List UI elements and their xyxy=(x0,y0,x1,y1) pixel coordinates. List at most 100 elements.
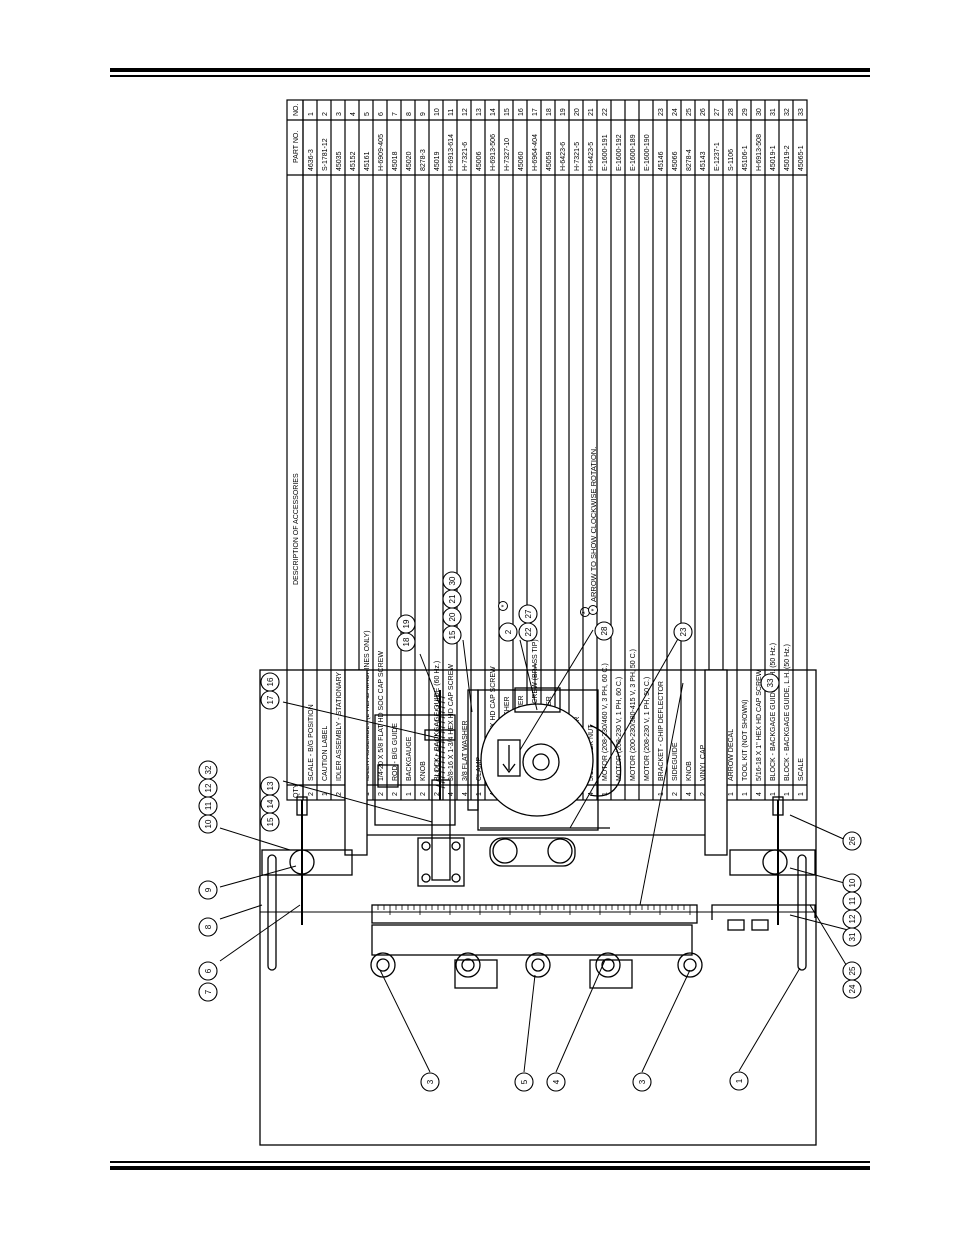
leader-15b xyxy=(462,639,473,713)
table-cell-no: 2 xyxy=(322,112,329,116)
table-cell-no: 12 xyxy=(462,108,469,116)
table-cell-qty: 2 xyxy=(434,792,441,796)
callout-circle xyxy=(842,873,862,893)
callout-balloon: 24 xyxy=(842,979,862,999)
callout-balloon: 12 xyxy=(842,909,862,929)
table-cell-part-no: 45060 xyxy=(518,151,525,171)
table-cell-qty: 4 xyxy=(588,792,595,796)
note-marker: * xyxy=(581,611,590,614)
callout-balloon: 2 xyxy=(498,622,518,642)
callout-circle xyxy=(514,1072,534,1092)
header-no: NO. xyxy=(293,104,300,117)
callout-balloon: 8 xyxy=(198,917,218,937)
table-cell-part-no: E-1600-190 xyxy=(644,134,651,171)
top-rule-thin xyxy=(110,75,870,77)
table-cell-description: KNOB xyxy=(420,761,427,781)
table-cell-part-no: S-1781-12 xyxy=(322,138,329,171)
motor-end-bell xyxy=(589,724,622,797)
roller-hub xyxy=(376,958,390,972)
callout-balloon: 23 xyxy=(673,622,693,642)
table-cell-no: 3 xyxy=(336,112,343,116)
leader-18 xyxy=(419,653,441,706)
leader-3b xyxy=(641,969,691,1073)
table-cell-part-no: 45018 xyxy=(392,151,399,171)
parts-table xyxy=(286,99,808,801)
clamp-screw-3 xyxy=(421,873,431,883)
callout-circle xyxy=(260,776,280,796)
tensioner-thread xyxy=(434,694,446,789)
leader-26 xyxy=(789,814,849,842)
machine-drawing xyxy=(259,669,817,1146)
table-cell-qty: 4 xyxy=(462,792,469,796)
table-cell-no: 5 xyxy=(364,112,371,116)
table-cell-part-no: H-6964-404 xyxy=(532,134,539,171)
callout-number: 15 xyxy=(266,817,275,826)
table-cell-part-no: E-1600-189 xyxy=(630,134,637,171)
callout-number: 16 xyxy=(266,677,275,686)
leader-7-6 xyxy=(219,904,301,962)
callout-number: 8 xyxy=(204,924,213,929)
callout-balloon: 20 xyxy=(442,607,462,627)
table-cell-qty: 1 xyxy=(602,792,609,796)
roller-hub xyxy=(601,958,615,972)
leader-24 xyxy=(809,904,849,969)
callout-number: 7 xyxy=(204,989,213,994)
table-cell-qty: 4 xyxy=(448,792,455,796)
callout-circle xyxy=(396,614,416,634)
roller-hub xyxy=(683,958,697,972)
table-cell-no: 19 xyxy=(560,108,567,116)
right-guide-block xyxy=(729,849,816,876)
callout-circle xyxy=(198,880,218,900)
table-cell-part-no: H-7321-6 xyxy=(462,142,469,171)
callout-circle xyxy=(760,673,780,693)
clamp-screw-2 xyxy=(451,841,461,851)
table-cell-description: SCALE xyxy=(798,758,805,781)
table-cell-part-no: H-6913-508 xyxy=(756,134,763,171)
thread-line xyxy=(434,724,446,729)
table-cell-description: 5/16-18 X 3/4 HEX HD CAP SCREW xyxy=(490,666,497,781)
table-cell-description: 5/16-18 X 1" HEX HD CAP SCREW xyxy=(756,669,763,781)
thread-line xyxy=(434,709,446,714)
table-cell-qty: 1 xyxy=(406,792,413,796)
callout-balloon: 14 xyxy=(260,794,280,814)
roller xyxy=(525,952,551,978)
table-cell-description: CLAMP xyxy=(476,757,483,781)
motor-pulley xyxy=(522,743,560,781)
roller-hub xyxy=(531,958,545,972)
note-text: ARROW TO SHOW CLOCKWISE ROTATION. xyxy=(589,447,598,602)
asterisk-text: * xyxy=(501,604,508,607)
table-cell-description: BLOCK - BACKGAGE GUIDE, R.H. (50 Hz.) xyxy=(770,643,777,781)
thread-line xyxy=(434,699,446,704)
tensioner-plate xyxy=(467,689,479,811)
table-cell-description: CAUTION LABEL xyxy=(322,726,329,781)
right-side-plate xyxy=(704,669,728,856)
callout-circle xyxy=(260,672,280,692)
callout-balloon: 19 xyxy=(396,614,416,634)
callout-circle xyxy=(632,1072,652,1092)
motor-body xyxy=(480,703,594,817)
table-cell-no: 11 xyxy=(448,109,455,116)
thread-line xyxy=(434,774,446,779)
table-cell-part-no: E-1600-192 xyxy=(616,134,623,171)
table-cell-no: 29 xyxy=(742,108,749,116)
callout-number: 3 xyxy=(638,1079,647,1084)
right-rod-cap xyxy=(772,796,784,816)
header-part-no: PART NO. xyxy=(293,131,300,163)
table-cell-description: BACKGAUGE xyxy=(406,736,413,781)
sideguide-knob-2 xyxy=(751,919,769,931)
callout-number: 6 xyxy=(204,968,213,973)
callout-balloon: 18 xyxy=(396,632,416,652)
sideguide-bracket xyxy=(711,904,816,920)
leader-17 xyxy=(282,701,439,739)
callout-number: 33 xyxy=(766,678,775,687)
table-cell-qty: 2 xyxy=(420,792,427,796)
callout-balloon: 31 xyxy=(842,927,862,947)
roller xyxy=(455,952,481,978)
leader-4 xyxy=(555,959,606,1073)
table-cell-qty: 2 xyxy=(392,792,399,796)
leader-8 xyxy=(219,904,263,920)
callout-number: 32 xyxy=(204,765,213,774)
callout-balloon: 5 xyxy=(514,1072,534,1092)
callout-circle xyxy=(842,961,862,981)
